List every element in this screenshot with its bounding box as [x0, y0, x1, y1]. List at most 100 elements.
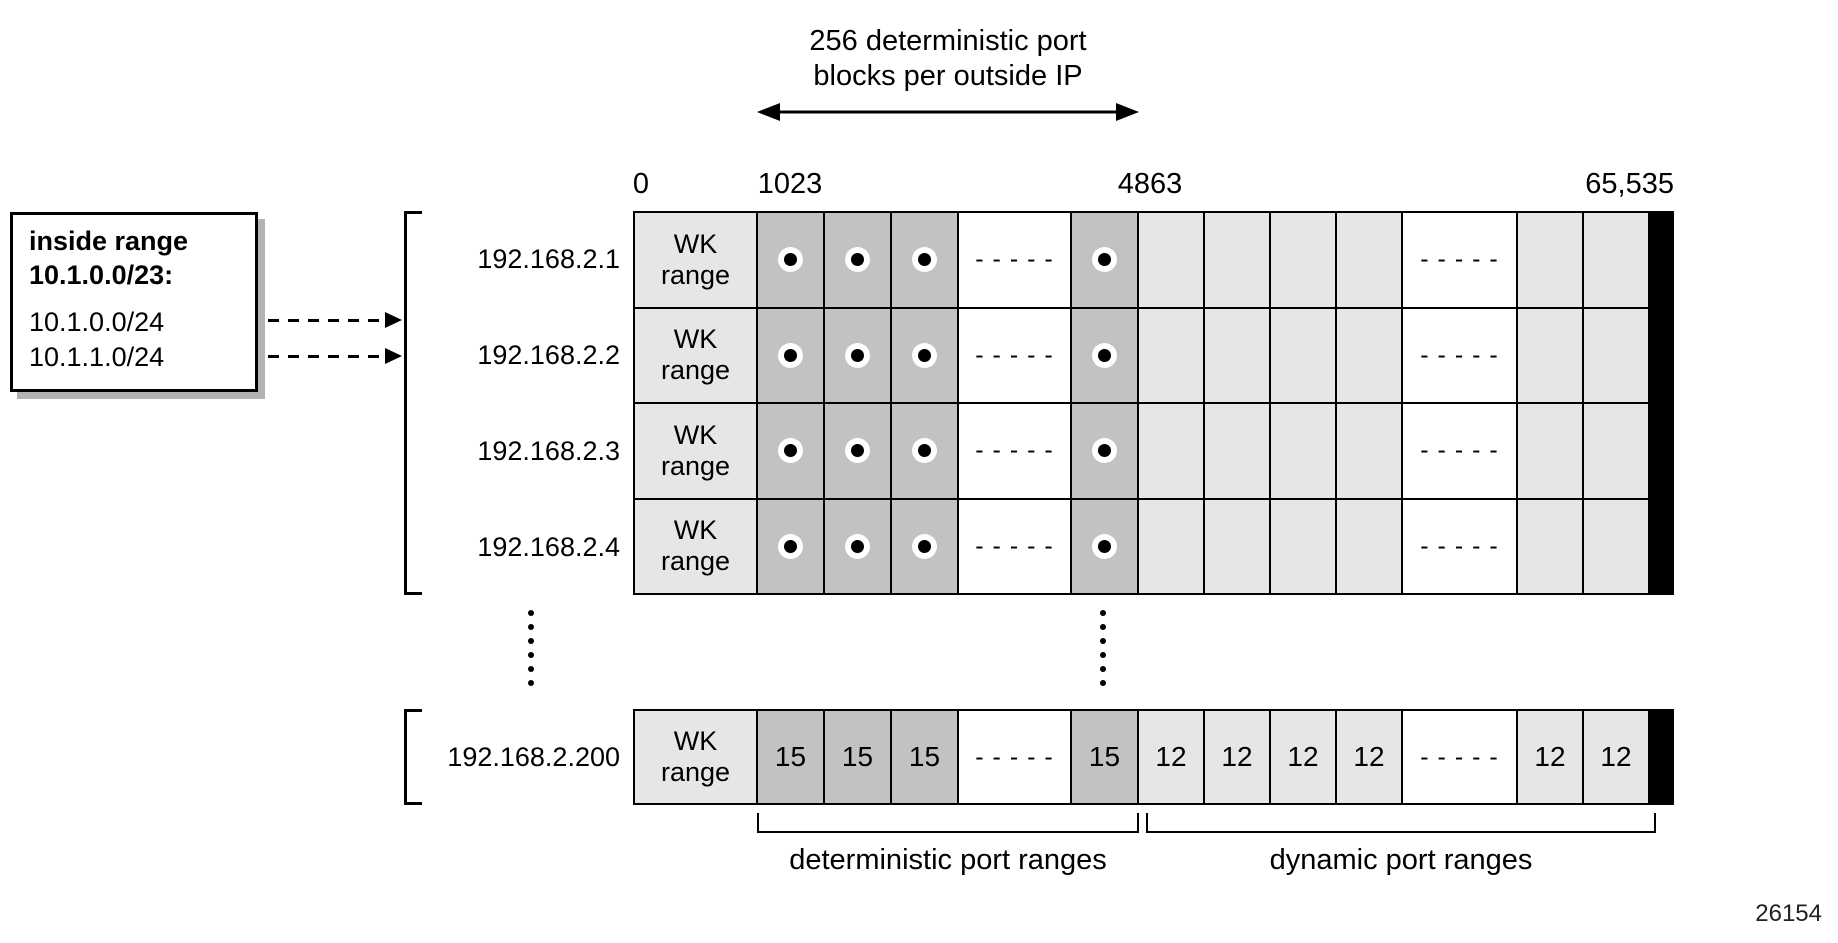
- dyn-port-block-cell: 12: [1271, 711, 1337, 803]
- vertical-ellipsis-icon: [1100, 610, 1106, 686]
- det-port-block-cell: [1072, 308, 1139, 402]
- axis-tick-0: 0: [632, 168, 650, 200]
- det-port-block-cell: [892, 499, 959, 593]
- dyn-port-block-cell: [1584, 308, 1650, 402]
- det-port-block-cell: [1072, 213, 1139, 307]
- outside-ip-label: 192.168.2.1: [477, 243, 620, 274]
- dyn-port-block-cell: [1271, 213, 1337, 307]
- wk-range-cell: WK range: [635, 499, 758, 593]
- port-block-dot-icon: [912, 438, 937, 464]
- dyn-port-block-cell: [1271, 499, 1337, 593]
- arrowhead-icon: [385, 312, 402, 328]
- outside-ip-label: 192.168.2.200: [447, 741, 620, 772]
- det-port-block-cell: 15: [892, 711, 959, 803]
- inside-range-heading-line2: 10.1.0.0/23:: [29, 259, 174, 290]
- port-row: WK range - - - - - - - - - -: [635, 404, 1672, 500]
- wk-range-label: WK range: [660, 324, 731, 386]
- det-port-block-cell: 15: [758, 711, 825, 803]
- diagram-title: 256 deterministic port blocks per outsid…: [698, 24, 1198, 94]
- dyn-port-block-cell: 12: [1518, 711, 1584, 803]
- det-port-block-cell: 15: [1072, 711, 1139, 803]
- mapping-arrow-icon: [268, 312, 402, 329]
- port-block-dot-icon: [778, 247, 803, 273]
- port-block-dot-icon: [1092, 247, 1117, 273]
- port-block-dot-icon: [912, 342, 937, 368]
- det-port-block-cell: [758, 213, 825, 307]
- dynamic-range-label: dynamic port ranges: [1269, 844, 1533, 876]
- dyn-ellipsis-cell: - - - - -: [1403, 213, 1518, 307]
- group-bracket-top: [404, 211, 422, 595]
- dyn-ellipsis-cell: - - - - -: [1403, 499, 1518, 593]
- port-end-bar: [1650, 499, 1672, 593]
- port-block-dot-icon: [845, 533, 870, 559]
- det-port-block-cell: [825, 404, 892, 498]
- dyn-ellipsis-cell: - - - - -: [1403, 308, 1518, 402]
- port-block-dot-icon: [845, 247, 870, 273]
- dyn-port-block-cell: [1337, 308, 1403, 402]
- dyn-port-block-cell: [1584, 404, 1650, 498]
- port-block-dot-icon: [1092, 533, 1117, 559]
- det-port-block-cell: 15: [825, 711, 892, 803]
- dashes-text: - - - - -: [975, 340, 1054, 369]
- port-allocation-row-200: WK range 15 15 15 - - - - - 15 12 12 12 …: [633, 709, 1674, 805]
- det-port-block-cell: [892, 213, 959, 307]
- dyn-port-block-cell: [1337, 499, 1403, 593]
- inside-range-box: inside range 10.1.0.0/23: 10.1.0.0/24 10…: [10, 212, 258, 392]
- dyn-port-block-cell: [1584, 499, 1650, 593]
- outside-ip-label: 192.168.2.3: [477, 435, 620, 466]
- outside-ip-label: 192.168.2.2: [477, 339, 620, 370]
- dashes-text: - - - - -: [1420, 340, 1499, 369]
- det-port-block-cell: [758, 499, 825, 593]
- dyn-port-block-cell: [1337, 213, 1403, 307]
- dyn-port-block-cell: [1205, 499, 1271, 593]
- dyn-port-block-cell: [1139, 404, 1205, 498]
- port-block-dot-icon: [1092, 438, 1117, 464]
- wk-range-label: WK range: [660, 725, 731, 787]
- inside-subnet: 10.1.0.0/24: [29, 306, 165, 337]
- diagram-title-line2: blocks per outside IP: [813, 59, 1083, 92]
- det-ellipsis-cell: - - - - -: [959, 404, 1072, 498]
- dashes-text: - - - - -: [975, 245, 1054, 274]
- port-block-dot-icon: [912, 247, 937, 273]
- inside-subnet: 10.1.1.0/24: [29, 341, 165, 372]
- det-ellipsis-cell: - - - - -: [959, 308, 1072, 402]
- vertical-ellipsis-icon: [528, 610, 534, 686]
- wk-range-cell: WK range: [635, 711, 758, 803]
- port-row: WK range - - - - - - - - - -: [635, 213, 1672, 309]
- axis-tick-1023: 1023: [757, 168, 823, 200]
- dashes-text: - - - - -: [975, 531, 1054, 560]
- det-port-block-cell: [892, 308, 959, 402]
- dyn-port-block-cell: 12: [1205, 711, 1271, 803]
- inside-subnet-list: 10.1.0.0/24 10.1.1.0/24: [29, 305, 241, 375]
- port-block-dot-icon: [1092, 342, 1117, 368]
- dyn-port-block-cell: [1518, 499, 1584, 593]
- port-allocation-grid: WK range - - - - - - - - - - WK range - …: [633, 211, 1674, 595]
- port-end-bar: [1650, 711, 1672, 803]
- wk-range-cell: WK range: [635, 213, 758, 307]
- axis-tick-4863: 4863: [1117, 168, 1183, 200]
- dyn-port-block-cell: [1271, 404, 1337, 498]
- det-port-block-cell: [1072, 404, 1139, 498]
- dyn-ellipsis-cell: - - - - -: [1403, 404, 1518, 498]
- det-port-block-cell: [825, 499, 892, 593]
- mapping-arrow-icon: [268, 348, 402, 365]
- wk-range-label: WK range: [660, 419, 731, 481]
- outside-ip-label: 192.168.2.4: [477, 531, 620, 562]
- port-row: WK range 15 15 15 - - - - - 15 12 12 12 …: [635, 711, 1672, 803]
- dyn-port-block-cell: [1205, 308, 1271, 402]
- port-block-dot-icon: [778, 342, 803, 368]
- dyn-port-block-cell: 12: [1337, 711, 1403, 803]
- dyn-port-block-cell: [1205, 404, 1271, 498]
- dyn-port-block-cell: [1271, 308, 1337, 402]
- dashed-line: [268, 319, 387, 322]
- det-port-block-cell: [825, 308, 892, 402]
- dashed-line: [268, 355, 387, 358]
- wk-range-cell: WK range: [635, 308, 758, 402]
- dashes-text: - - - - -: [1420, 531, 1499, 560]
- port-row: WK range - - - - - - - - - -: [635, 499, 1672, 593]
- dyn-port-block-cell: [1205, 213, 1271, 307]
- wk-range-label: WK range: [660, 228, 731, 290]
- axis-tick-65535: 65,535: [1585, 168, 1674, 200]
- outside-ip-labels: 192.168.2.1 192.168.2.2 192.168.2.3 192.…: [430, 211, 620, 595]
- det-ellipsis-cell: - - - - -: [959, 711, 1072, 803]
